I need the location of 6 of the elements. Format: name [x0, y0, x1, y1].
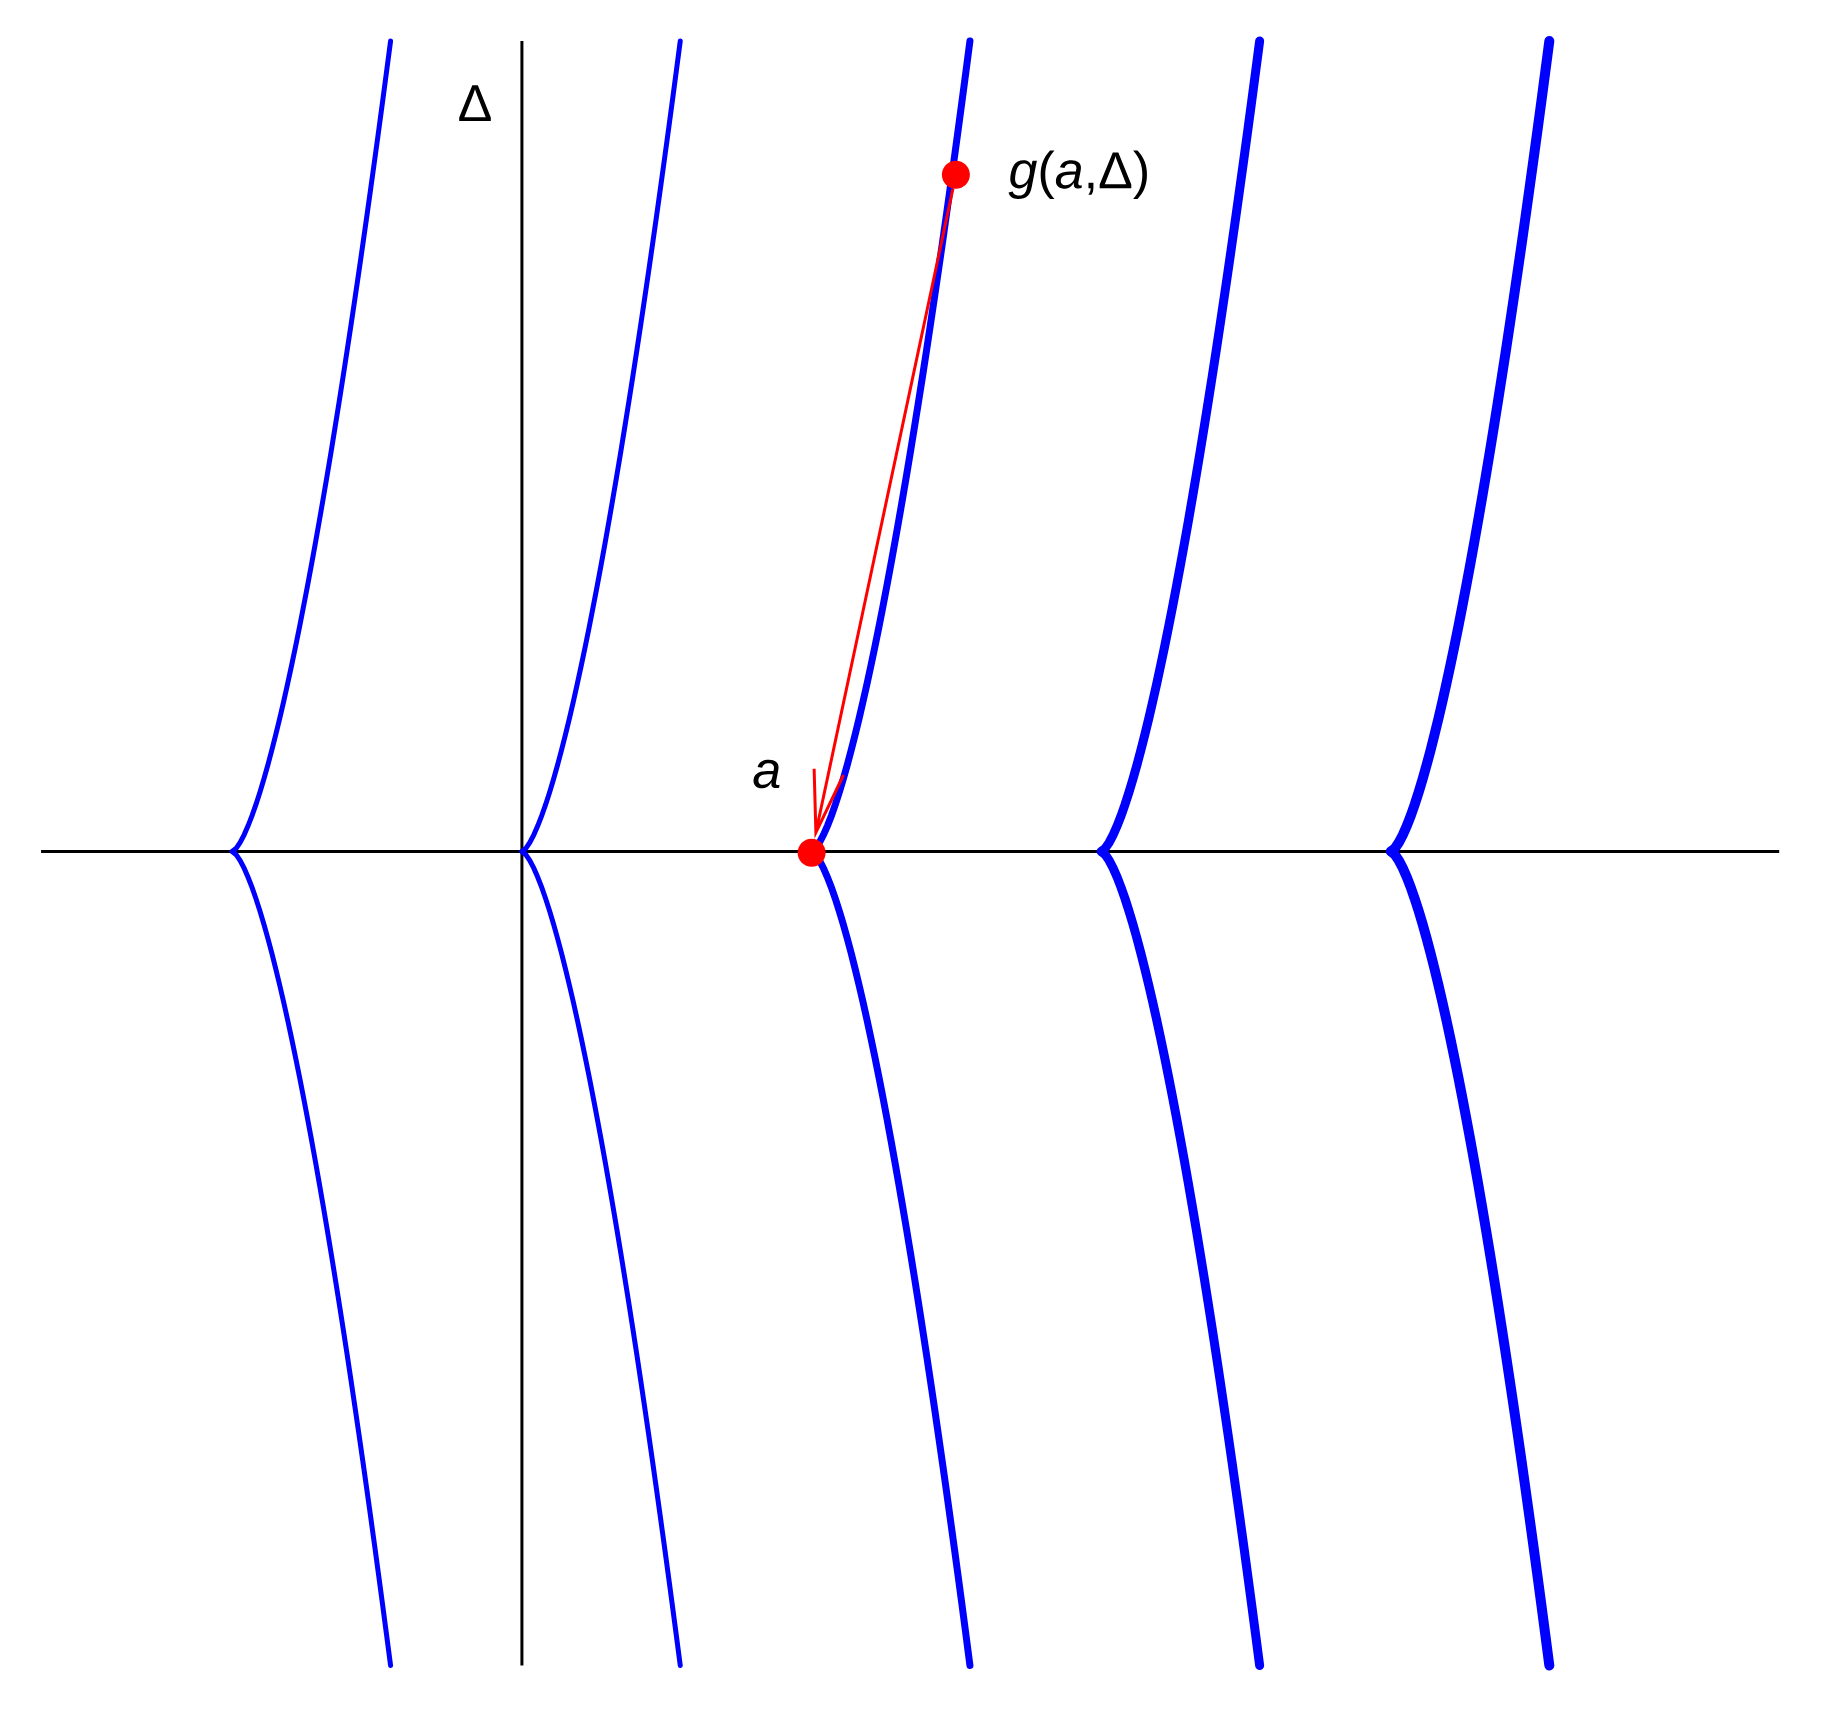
point-marker — [797, 838, 826, 867]
arrow — [812, 188, 955, 839]
point-label: a — [753, 759, 780, 789]
axis-label: Δ — [459, 85, 491, 122]
point-marker — [941, 160, 970, 189]
point-label: g(a,Δ) — [1008, 150, 1147, 199]
